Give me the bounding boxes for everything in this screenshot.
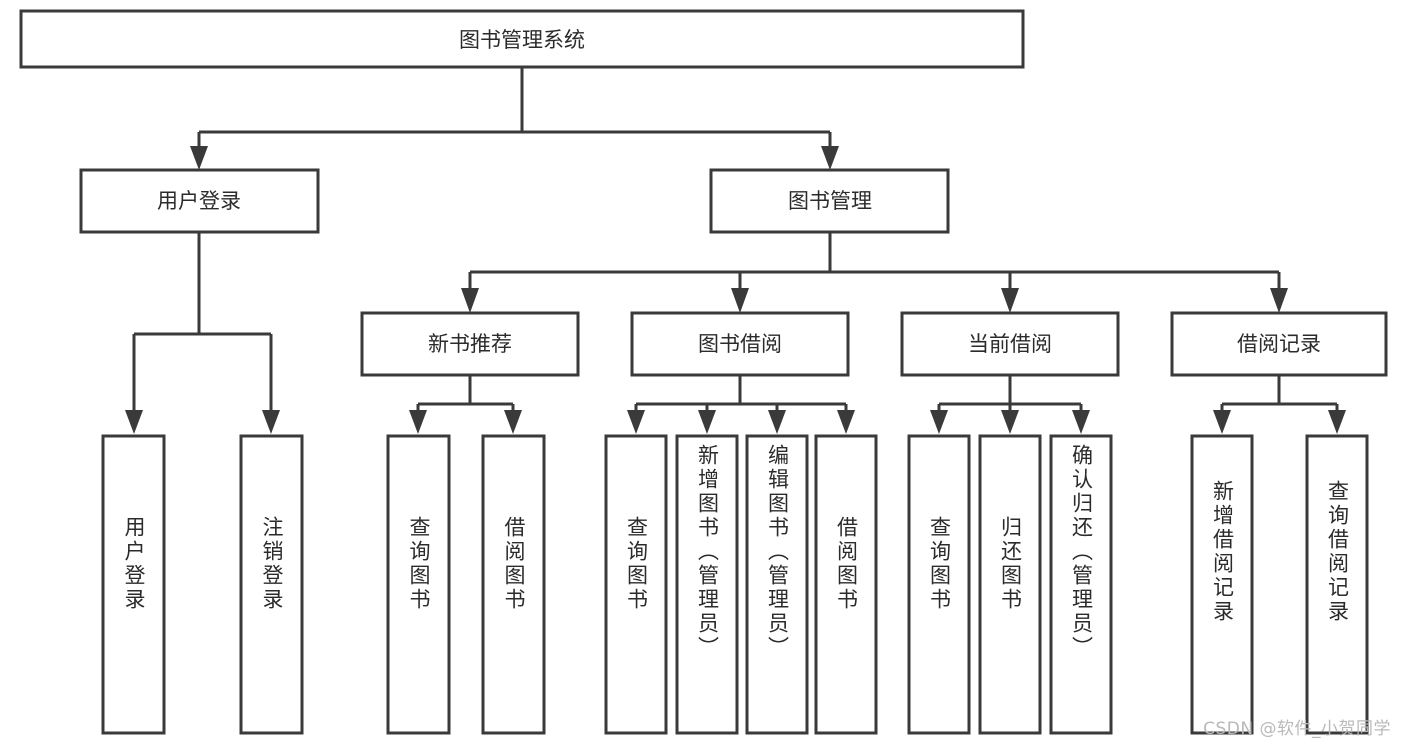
arrow-to-book-borrow xyxy=(731,288,749,313)
node-current-borrow-label: 当前借阅 xyxy=(968,332,1052,356)
leaf-borrow-book-1-box[interactable] xyxy=(481,434,546,735)
arrow-leaf-add-book xyxy=(698,410,716,434)
node-book-manage[interactable]: 图书管理 xyxy=(709,168,950,234)
node-borrow-record-box[interactable] xyxy=(1170,311,1388,377)
arrow-to-new-book-recommend xyxy=(461,288,479,313)
node-new-book-recommend-box[interactable] xyxy=(360,311,580,377)
node-user-login-label: 用户登录 xyxy=(157,189,241,213)
arrow-leaf-logout-login xyxy=(262,410,280,434)
arrow-leaf-add-record xyxy=(1213,410,1231,434)
watermark-text: CSDN @软件_小贺同学 xyxy=(1203,719,1391,739)
node-borrow-record[interactable]: 借阅记录 xyxy=(1170,311,1388,377)
node-book-manage-box[interactable] xyxy=(709,168,950,234)
arrow-to-current-borrow xyxy=(1001,288,1019,313)
arrow-to-user-login xyxy=(190,146,208,170)
leaf-box-layer xyxy=(101,434,1369,735)
node-root-box[interactable] xyxy=(19,9,1025,69)
node-current-borrow[interactable]: 当前借阅 xyxy=(900,311,1120,377)
node-current-borrow-box[interactable] xyxy=(900,311,1120,377)
arrow-leaf-borrow-book-2 xyxy=(837,410,855,434)
leaf-add-record-box[interactable] xyxy=(1190,434,1254,735)
arrow-to-book-manage xyxy=(821,146,839,170)
leaf-return-book-box[interactable] xyxy=(978,434,1042,735)
node-new-book-recommend-label: 新书推荐 xyxy=(428,332,512,356)
node-book-manage-label: 图书管理 xyxy=(788,189,872,213)
node-borrow-record-label: 借阅记录 xyxy=(1237,332,1321,356)
node-new-book-recommend[interactable]: 新书推荐 xyxy=(360,311,580,377)
node-user-login-box[interactable] xyxy=(79,168,320,234)
leaf-add-book-box[interactable] xyxy=(675,434,739,735)
arrow-leaf-user-login xyxy=(125,410,143,434)
node-root-label: 图书管理系统 xyxy=(459,28,585,52)
leaf-query-book-2-box[interactable] xyxy=(604,434,668,735)
leaf-query-book-3-box[interactable] xyxy=(907,434,971,735)
leaf-query-record-box[interactable] xyxy=(1305,434,1369,735)
arrow-leaf-query-record xyxy=(1328,410,1346,434)
arrow-leaf-edit-book xyxy=(768,410,786,434)
arrow-leaf-query-book-2 xyxy=(627,410,645,434)
arrow-leaf-query-book-3 xyxy=(930,410,948,434)
connector-layer xyxy=(125,67,1346,434)
arrow-leaf-query-book-1 xyxy=(409,410,427,434)
node-root[interactable]: 图书管理系统 xyxy=(19,9,1025,69)
node-book-borrow-box[interactable] xyxy=(630,311,850,377)
leaf-query-book-1-box[interactable] xyxy=(386,434,451,735)
leaf-user-login-box[interactable] xyxy=(101,434,166,735)
arrow-to-borrow-record xyxy=(1270,288,1288,313)
leaf-confirm-return-box[interactable] xyxy=(1049,434,1113,735)
arrow-leaf-confirm-return xyxy=(1072,410,1090,434)
leaf-borrow-book-2-box[interactable] xyxy=(814,434,878,735)
arrow-leaf-borrow-book-1 xyxy=(504,410,522,434)
node-user-login[interactable]: 用户登录 xyxy=(79,168,320,234)
leaf-logout-login-box[interactable] xyxy=(239,434,304,735)
arrow-leaf-return-book xyxy=(1001,410,1019,434)
node-book-borrow-label: 图书借阅 xyxy=(698,332,782,356)
node-book-borrow[interactable]: 图书借阅 xyxy=(630,311,850,377)
leaf-edit-book-box[interactable] xyxy=(745,434,809,735)
